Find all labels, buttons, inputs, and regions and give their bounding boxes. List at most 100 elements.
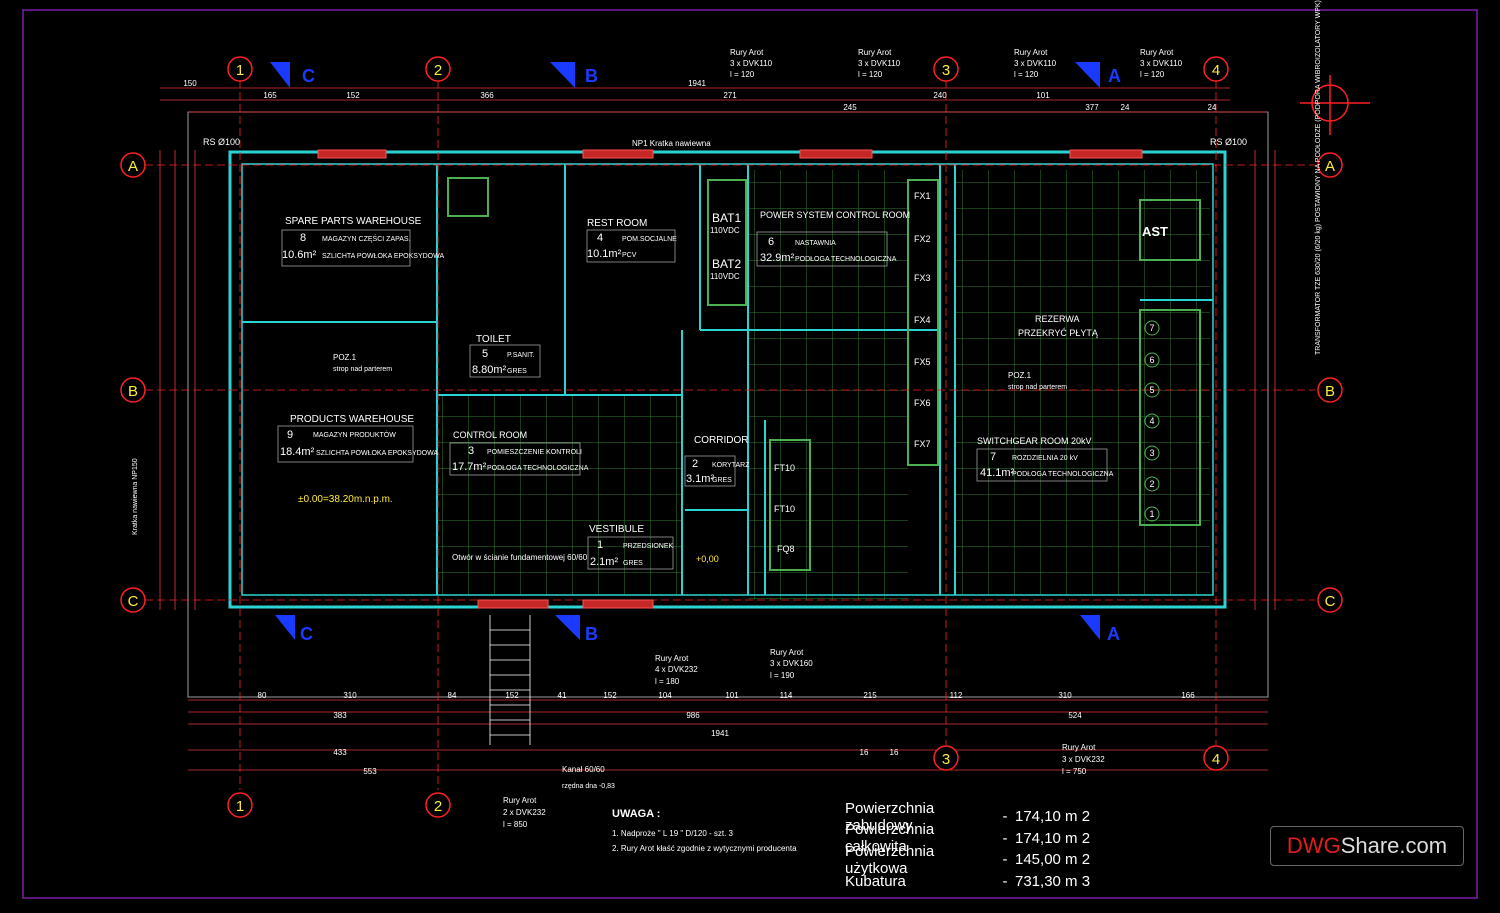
pipe-2-t1: Rury Arot — [858, 48, 892, 57]
section-a-bottom: A — [1107, 624, 1120, 644]
kanal-sub: rzędna dna -0,83 — [562, 783, 615, 790]
summary-label: Powierzchnia zabudowy — [845, 799, 935, 834]
rs-right: RS Ø100 — [1210, 137, 1247, 147]
axis-labels: 1 2 3 4 1 2 3 4 A B C A B C — [128, 62, 1336, 815]
section-c-top: C — [302, 66, 315, 86]
section-markers — [270, 62, 1100, 640]
room-pl-power: NASTAWNIA — [795, 240, 836, 247]
switchgear-cells — [1144, 320, 1160, 522]
room-area-control: 17.7m² — [452, 461, 487, 473]
room-area-corridor: 3.1m² — [686, 473, 714, 485]
cell-6: 6 — [1149, 355, 1154, 365]
axis-1-bottom: 1 — [236, 798, 244, 815]
room-num-control: 3 — [468, 445, 474, 457]
room-floor-rest: PCV — [622, 252, 637, 259]
dim-bot-2: 310 — [343, 691, 357, 700]
section-b-top: B — [585, 66, 598, 86]
pipe-1-t3: l = 120 — [730, 70, 755, 79]
summary-value: 731,30 m 3 — [1015, 872, 1091, 890]
dim-top-2: 165 — [263, 91, 277, 100]
notes-line-1: 1. Nadproże " L 19 " D/120 - szt. 3 — [612, 829, 733, 838]
pipe-5-t3: l = 180 — [655, 677, 680, 686]
ft-1: FT10 — [774, 463, 795, 473]
dim-top-11: 1941 — [688, 79, 706, 88]
summary-label: Kubatura — [845, 872, 906, 890]
bat2-label: BAT2 — [712, 257, 741, 271]
room-label-boxes — [277, 229, 1108, 570]
sheet-border — [22, 9, 1478, 899]
cell-4: 4 — [1149, 416, 1154, 426]
dim-bot-14: 383 — [333, 711, 347, 720]
notes-line-2: 2. Rury Arot kłaść zgodnie z wytycznymi … — [612, 844, 797, 853]
room-name-corridor: CORRIDOR — [694, 435, 748, 446]
room-name-control: CONTROL ROOM — [453, 430, 527, 440]
dim-bot-8: 101 — [725, 691, 739, 700]
dim-top-1: 150 — [183, 79, 197, 88]
dim-bot-21: 1941 — [711, 729, 729, 738]
summary-value: 174,10 m 2 — [1015, 829, 1091, 847]
dim-bot-17: 433 — [333, 748, 347, 757]
windows — [317, 149, 1143, 609]
axis-lines — [145, 80, 1315, 790]
dim-bot-9: 114 — [780, 691, 793, 700]
bat1-voltage: 110VDC — [710, 226, 740, 235]
room-pl-corridor: KORYTARZ — [712, 462, 750, 469]
room-name-toilet: TOILET — [476, 334, 511, 345]
summary-value: 145,00 m 2 — [1015, 851, 1091, 869]
switchgear-cell-numbers: 7 6 5 4 3 2 1 — [1149, 323, 1154, 519]
axis-a-left: A — [128, 158, 138, 175]
axis-2-bottom: 2 — [434, 798, 442, 815]
room-pl-products: MAGAZYN PRODUKTÓW — [313, 430, 396, 439]
level-label: ±0.00=38.20m.n.p.m. — [298, 494, 393, 505]
dim-top-8: 24 — [1121, 103, 1130, 112]
dim-bot-11: 112 — [950, 691, 963, 700]
room-num-spare: 8 — [300, 232, 306, 244]
cell-3: 3 — [1149, 448, 1154, 458]
room-pl-rest: POM.SOCJALNE — [622, 236, 677, 243]
pipe-6-t1: Rury Arot — [770, 648, 804, 657]
dimension-lines — [159, 87, 1276, 771]
room-num-products: 9 — [287, 429, 293, 441]
room-area-switchgear: 41.1m² — [980, 467, 1015, 479]
pipe-7-t1: Rury Arot — [1062, 743, 1096, 752]
room-floor-spare: SZLICHTA POWŁOKA EPOKSYDOWA — [322, 253, 444, 260]
summary-row: Powierzchnia zabudowy - 174,10 m 2 — [845, 799, 1091, 834]
fx-7: FX7 — [914, 439, 931, 449]
section-letters: C B A C B A — [300, 66, 1121, 644]
strop-right: strop nad parterem — [1008, 384, 1067, 391]
summary-row: Powierzchnia całkowita - 174,10 m 2 — [845, 821, 1091, 856]
notes-block: UWAGA : 1. Nadproże " L 19 " D/120 - szt… — [612, 807, 797, 856]
rs-left: RS Ø100 — [203, 137, 240, 147]
pipe-5-t1: Rury Arot — [655, 654, 689, 663]
dim-top-9: 377 — [1085, 103, 1099, 112]
ft-2: FT10 — [774, 504, 795, 514]
axis-3-bottom: 3 — [942, 751, 950, 768]
pipe-3-t2: 3 x DVK110 — [1014, 59, 1057, 68]
cell-7: 7 — [1149, 323, 1154, 333]
pipe-2-t2: 3 x DVK110 — [858, 59, 901, 68]
room-pl-vestibule: PRZEDSIONEK — [623, 543, 674, 550]
equipment-labels: BAT1 110VDC BAT2 110VDC AST REZERWA PRZE… — [132, 0, 1322, 790]
strop-left: strop nad parterem — [333, 366, 392, 373]
poz1-right: POZ.1 — [1008, 371, 1032, 380]
room-floor-corridor: GRES — [712, 477, 732, 484]
room-area-toilet: 8.80m² — [472, 364, 507, 376]
przekryc-label: PRZEKRYĆ PŁYTĄ — [1018, 328, 1099, 338]
room-pl-control: POMIESZCZENIE KONTROLI — [487, 449, 582, 456]
section-c-bottom: C — [300, 624, 313, 644]
bat1-label: BAT1 — [712, 211, 741, 225]
krata-label: NP1 Kratka nawiewna — [632, 139, 711, 148]
dim-bot-6: 152 — [603, 691, 617, 700]
floor-grid-switchgear — [955, 170, 1210, 595]
dim-bot-15: 986 — [686, 711, 700, 720]
room-floor-switchgear: PODŁOGA TECHNOLOGICZNA — [1012, 471, 1114, 478]
pipe-2-t3: l = 120 — [858, 70, 883, 79]
cell-5: 5 — [1149, 385, 1154, 395]
pipe-1-t2: 3 x DVK110 — [730, 59, 773, 68]
room-name-switchgear: SWITCHGEAR ROOM 20kV — [977, 436, 1092, 446]
pipe-5-t2: 4 x DVK232 — [655, 665, 698, 674]
fx-2: FX2 — [914, 234, 931, 244]
dim-top-6: 245 — [843, 103, 857, 112]
fx-labels: FX1 FX2 FX3 FX4 FX5 FX6 FX7 FT10 FT10 FQ… — [774, 191, 931, 554]
